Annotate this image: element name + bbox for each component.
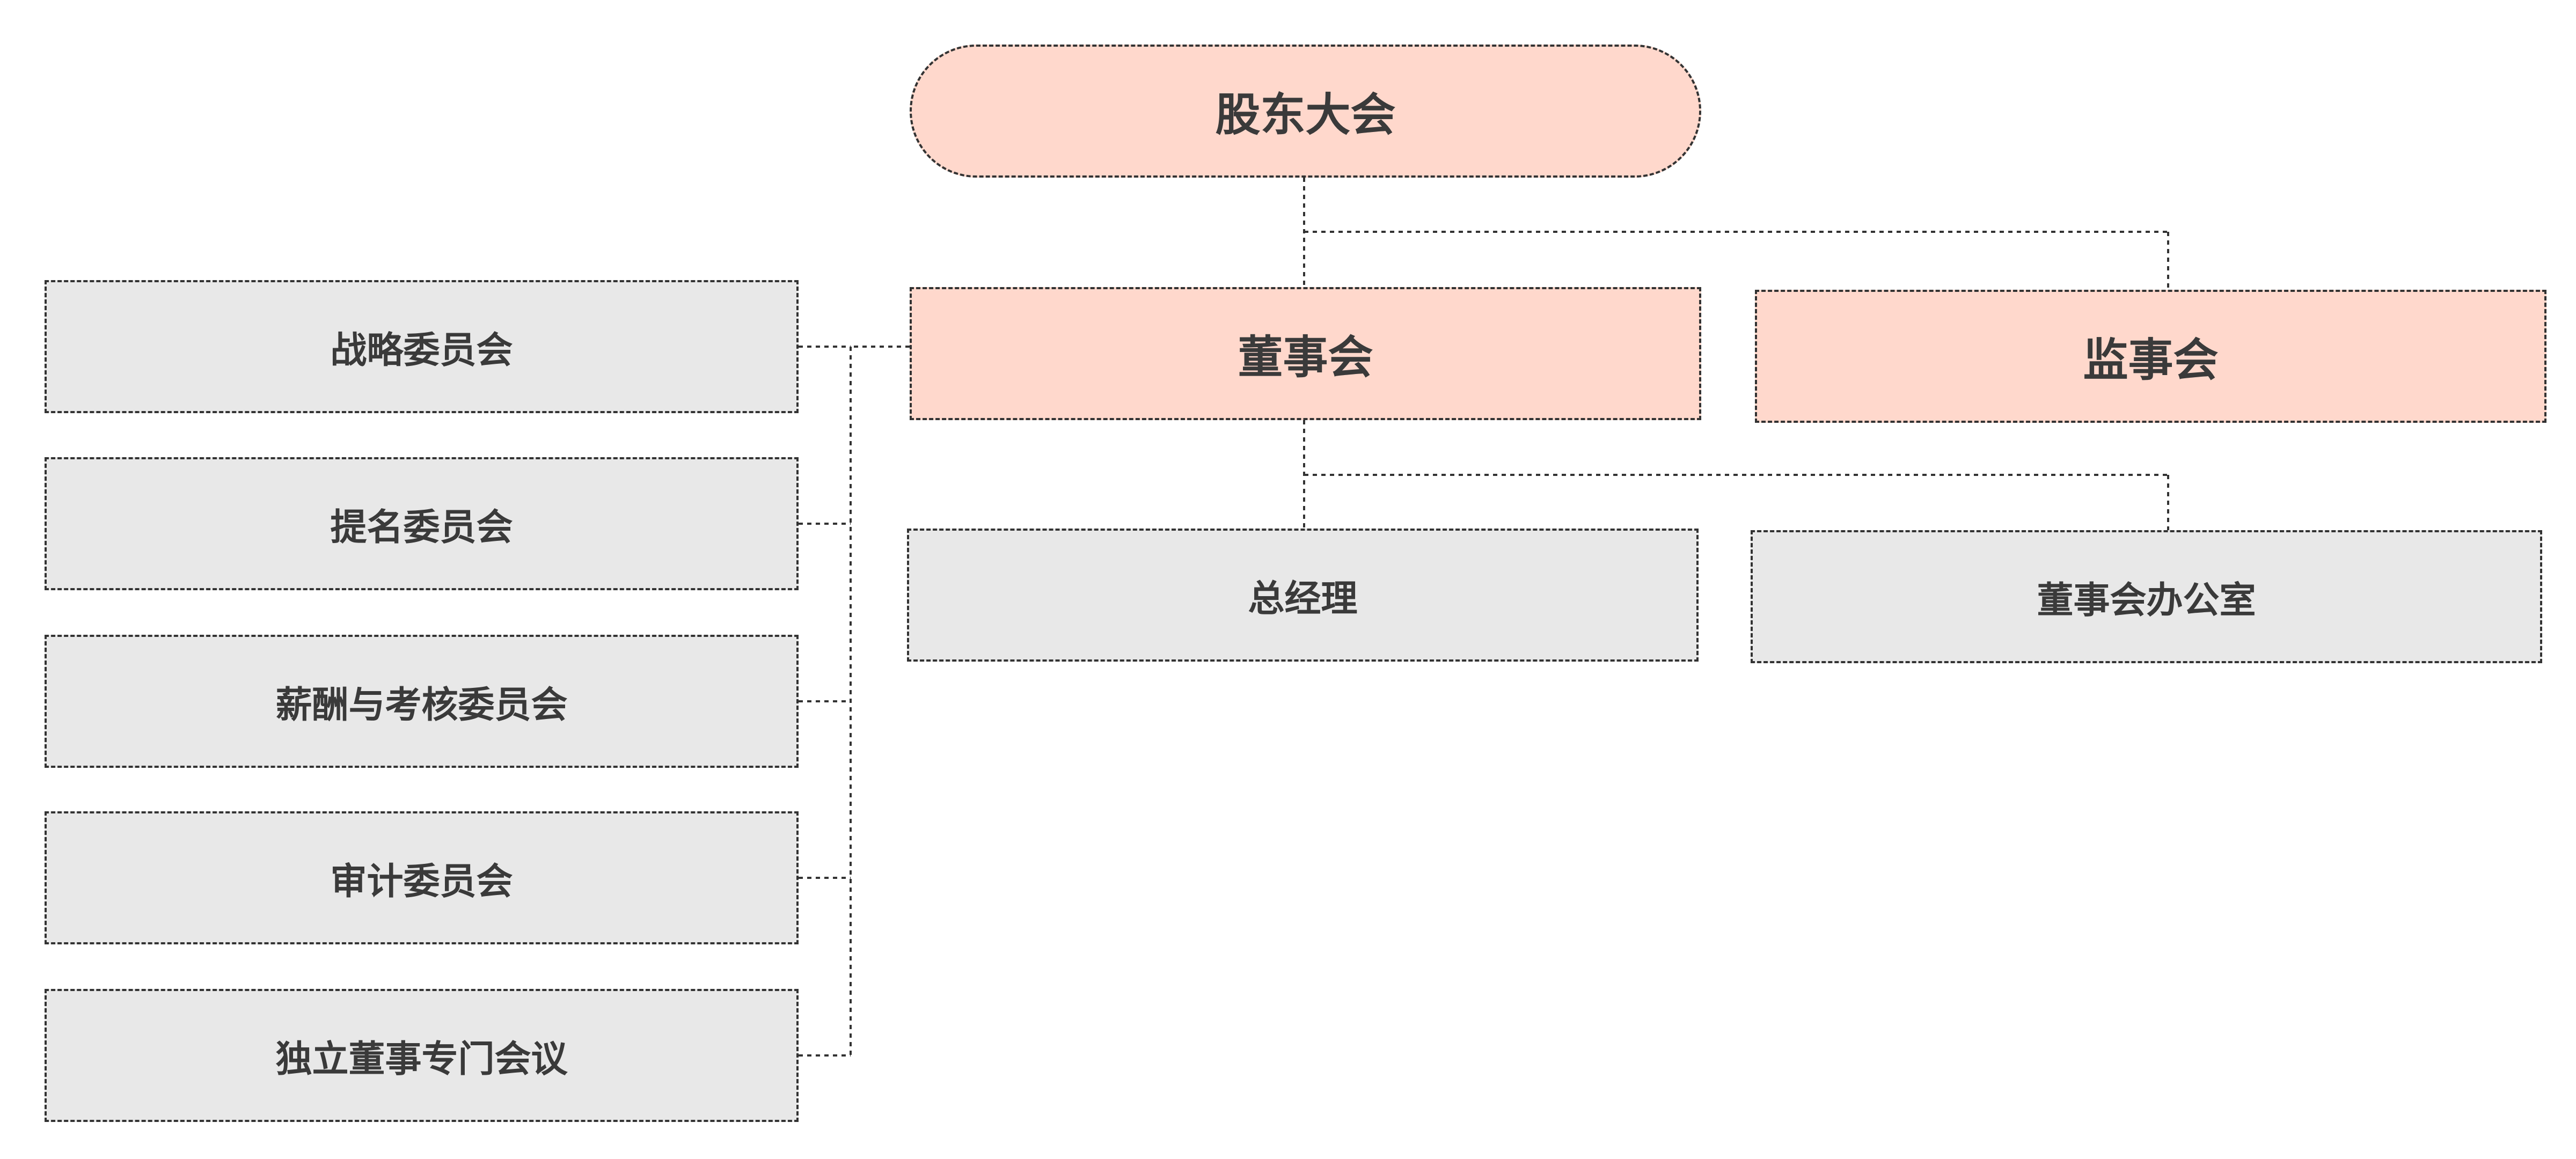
- node-audit: 审计委员会: [45, 811, 799, 944]
- node-board: 董事会: [910, 287, 1701, 420]
- node-strategy: 战略委员会: [45, 280, 799, 413]
- node-compensation: 薪酬与考核委员会: [45, 635, 799, 768]
- node-supervisors: 监事会: [1755, 290, 2546, 423]
- node-shareholders: 股东大会: [910, 45, 1701, 178]
- node-nomination: 提名委员会: [45, 457, 799, 590]
- node-independent: 独立董事专门会议: [45, 989, 799, 1122]
- node-gm: 总经理: [907, 529, 1699, 662]
- node-board-office: 董事会办公室: [1751, 530, 2542, 663]
